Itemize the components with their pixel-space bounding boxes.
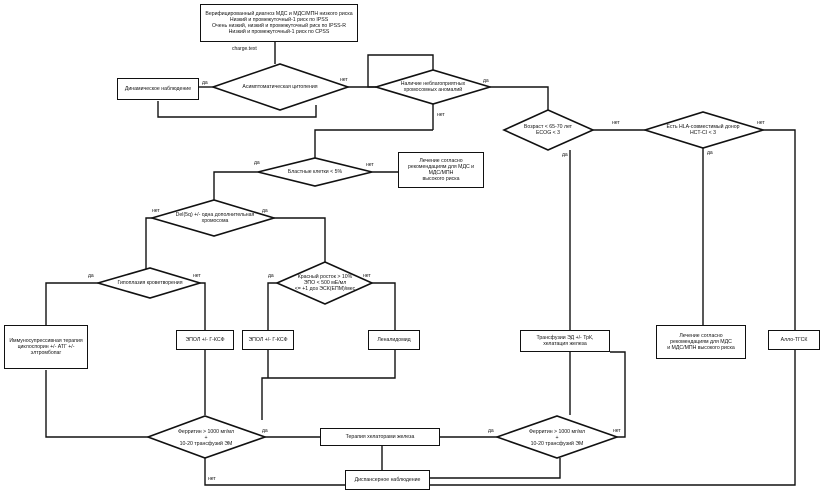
ferritin-right-label: Ферритин > 1000 мг/мл + 10-20 трансфузий… — [528, 429, 586, 447]
no-label: нет — [152, 208, 160, 214]
allo-tgsk-box: Алло-ТГСК — [768, 330, 820, 350]
no-label: нет — [757, 120, 765, 126]
charge-text: charge.text — [232, 46, 257, 52]
diamond-del5q — [149, 199, 277, 237]
yes-label: да — [262, 428, 268, 434]
esa-gcsf-box-left: ЭПОЛ +/- Г-КСФ — [176, 330, 234, 350]
yes-label: да — [268, 273, 274, 279]
treatment-high-risk-box-2: Лечение согласно рекомендациям для МДС и… — [656, 325, 746, 359]
no-label: нет — [193, 273, 201, 279]
lenalidomide-box: Леналидомид — [368, 330, 420, 350]
top-diagnosis-box: Верифицированный диагноз МДС и МДС/МПН н… — [200, 4, 358, 42]
diamond-ferritin-right — [494, 415, 620, 459]
bone-marrow-label: Красный росток > 10% ЭПО < 500 мЕ/мл <= … — [294, 274, 356, 292]
age-label: Возраст < 65-70 лет ECOG < 3 — [523, 124, 573, 136]
diamond-ferritin-left — [145, 415, 268, 459]
no-label: нет — [613, 428, 621, 434]
diamond-asymptomatic — [210, 63, 351, 111]
unfavorable-label: Наличие неблагоприятных хромосомных аном… — [400, 81, 466, 93]
diamond-hla — [642, 111, 766, 149]
no-label: нет — [612, 120, 620, 126]
no-label: нет — [340, 77, 348, 83]
blast-label: Бластные клетки < 5% — [287, 169, 343, 175]
diamond-hypoplastic — [95, 267, 203, 299]
yes-label: да — [483, 78, 489, 84]
yes-label: да — [262, 208, 268, 214]
yes-label: да — [707, 150, 713, 156]
yes-label: да — [562, 152, 568, 158]
immunosuppressive-box: Иммуносупрессивная терапия циклоспорин +… — [4, 325, 88, 369]
yes-label: да — [88, 273, 94, 279]
no-label: нет — [437, 112, 445, 118]
no-label: нет — [363, 273, 371, 279]
yes-label: да — [254, 160, 260, 166]
no-label: нет — [366, 162, 374, 168]
dispensary-observation-box: Диспансерное наблюдение — [345, 470, 430, 490]
diamond-age — [502, 109, 595, 151]
diamond-bone-marrow — [275, 261, 374, 305]
yes-label: да — [202, 80, 208, 86]
no-label: нет — [208, 476, 216, 482]
ferritin-left-label: Ферритин > 1000 мг/мл + 10-20 трансфузий… — [177, 429, 235, 447]
yes-label: да — [488, 428, 494, 434]
hypoplastic-label: Гипоплазия кроветворения — [117, 280, 183, 286]
esa-gcsf-box-mid: ЭПОЛ +/- Г-КСФ — [242, 330, 294, 350]
asymptomatic-label: Асимптоматическая цитопения — [242, 84, 318, 90]
hla-label: Есть HLA-совместимый донор HCT-CI < 3 — [666, 124, 740, 136]
dynamic-observation-box: Динамическое наблюдение — [117, 78, 199, 100]
del5q-label: Del(5q) +/- одна дополнительная хромосом… — [175, 212, 255, 224]
transfusion-box: Трансфузии ЭД +/- ТрК, хелатация железа — [520, 330, 610, 352]
chelation-box: Терапия хелаторами железа — [320, 428, 440, 446]
diamond-unfavorable — [373, 69, 493, 105]
treatment-high-risk-box: Лечение согласно рекомендациям для МДС и… — [398, 152, 484, 188]
diamond-blast — [257, 157, 373, 187]
